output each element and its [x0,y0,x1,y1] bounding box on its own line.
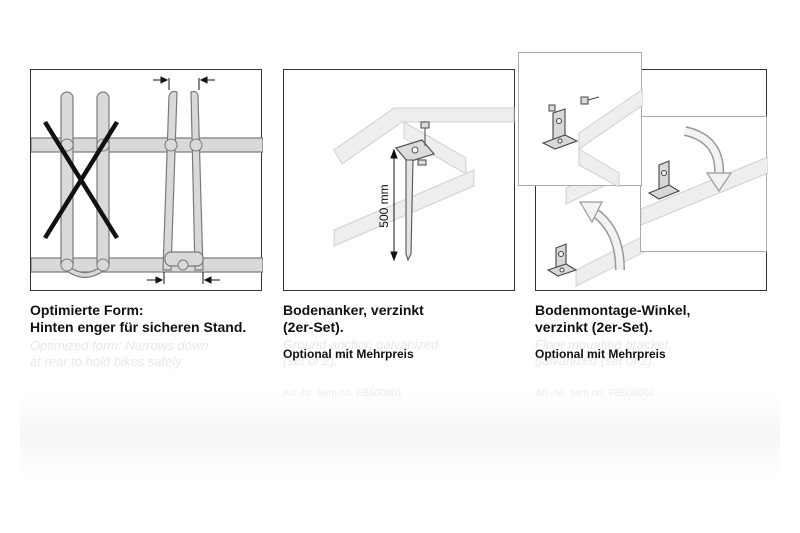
faded-item-number: Art.-Nr. Item no. FB500001 [283,388,403,399]
caption-floor-bracket: Bodenmontage-Winkel, verzinkt (2er-Set). [535,302,690,336]
width-arrows-icon [147,76,220,284]
faded-item-number: Art.-Nr. Item no. FB500002 [535,388,655,399]
faded-line: at rear to hold bikes safely. [30,354,185,369]
caption-ground-anchor: Bodenanker, verzinkt (2er-Set). [283,302,424,336]
caption-line: Optimierte Form: [30,302,144,318]
caption-optimized-form: Optimierte Form: Hinten enger für sicher… [30,302,246,336]
dimension-arrow [390,148,398,262]
optional-surcharge-note: Optional mit Mehrpreis [535,347,666,361]
illustration-floor-bracket-step2 [640,116,768,252]
bolt-icon [548,96,600,112]
faded-line: Optimized form: Narrows down [30,338,209,353]
dimension-label: 500 mm [377,184,391,227]
curved-arrow-up-icon [578,201,625,271]
illustration-ground-anchor: 500 mm [283,69,515,291]
bike-rack-drawing [31,76,263,284]
cross-mark-icon [43,120,119,240]
rail-profile [333,107,515,247]
bolt-icon [417,121,430,166]
curved-arrow-down-icon [683,126,733,193]
illustration-optimized-form [30,69,263,291]
top-crossbar [31,137,263,153]
bracket-icon [541,108,579,150]
faded-line: galvanized (set of 2). [535,353,656,368]
anchor-spike [405,159,414,262]
ground-anchor-drawing: 500 mm [333,107,515,262]
faded-line: Ground anchor, galvanized [283,337,439,352]
caption-line: Bodenanker, verzinkt [283,302,424,318]
caption-line: Bodenmontage-Winkel, [535,302,691,318]
caption-line: (2er-Set). [283,319,344,335]
bracket-icon [546,243,578,277]
bottom-crossbar [31,257,263,273]
illustration-floor-bracket-step1 [518,52,643,187]
caption-line: verzinkt (2er-Set). [535,319,653,335]
faded-line: Floor mounting bracket, [535,337,672,352]
optimized-loop [162,90,204,271]
bracket-icon [647,160,681,200]
faded-line: (set of 2). [283,353,338,368]
optional-surcharge-note: Optional mit Mehrpreis [283,347,414,361]
faded-reflection-band [20,390,780,480]
faded-caption: Optimized form: Narrows down at rear to … [30,338,208,370]
caption-line: Hinten enger für sicheren Stand. [30,319,247,335]
faded-caption: Floor mounting bracket, galvanized (set … [535,337,672,369]
faded-caption: Ground anchor, galvanized (set of 2). [283,337,438,369]
